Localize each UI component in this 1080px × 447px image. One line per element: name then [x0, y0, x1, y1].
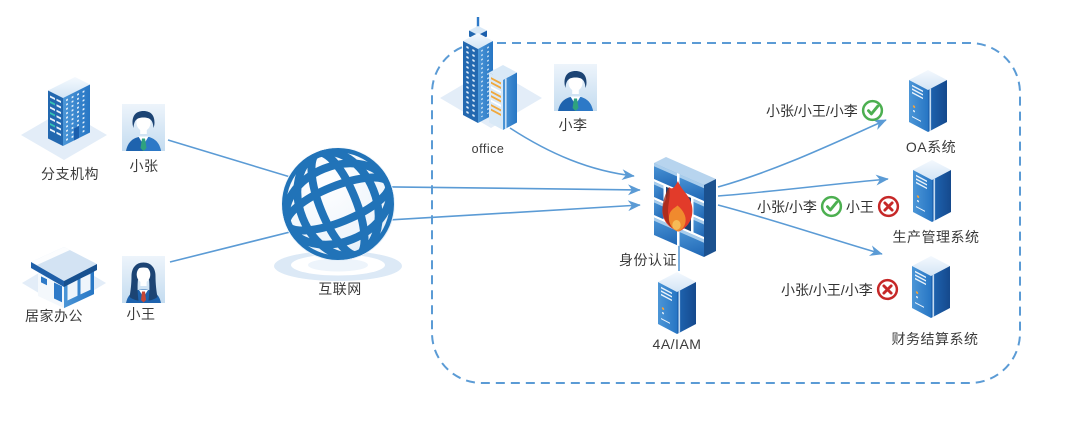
oa-access-users: 小张/小王/小李 — [766, 102, 858, 119]
internet-globe-icon — [274, 147, 402, 281]
home-office-label: 居家办公 — [25, 308, 83, 324]
user-wang-avatar — [122, 256, 165, 303]
finance-access-users: 小张/小王/小李 — [781, 281, 873, 298]
trust-zone-border — [431, 42, 1021, 384]
branch-office-label: 分支机构 — [41, 166, 99, 182]
arrow-office-to-firewall — [509, 127, 635, 181]
user-li-label: 小李 — [558, 117, 588, 133]
arrow-zhang-to-firewall — [167, 139, 641, 196]
prod-denied-users: 小王 — [845, 198, 874, 215]
flame-icon — [662, 181, 693, 232]
firewall-label: 身份认证 — [619, 252, 677, 268]
office-label: office — [471, 142, 505, 156]
prod-server-icon — [912, 159, 952, 223]
user-zhang-avatar — [122, 104, 165, 151]
user-li-avatar — [554, 64, 597, 111]
finance-server-icon — [911, 255, 951, 319]
check-icon — [820, 195, 843, 218]
arrow-firewall-to-prod — [717, 174, 889, 197]
internet-label: 互联网 — [318, 281, 362, 297]
iam-label: 4A/IAM — [652, 336, 702, 352]
arrow-firewall-to-oa — [717, 119, 887, 188]
office-building-icon — [440, 17, 542, 130]
oa-system-label: OA系统 — [905, 139, 957, 155]
cross-icon — [877, 195, 900, 218]
branch-building-icon — [21, 77, 107, 160]
arrow-wang-to-firewall — [169, 200, 641, 263]
finance-access-annotation: 小张/小王/小李 — [781, 278, 899, 301]
user-zhang-label: 小张 — [129, 158, 159, 174]
prod-system-label: 生产管理系统 — [892, 229, 980, 245]
oa-server-icon — [908, 69, 948, 133]
user-wang-label: 小王 — [126, 306, 156, 322]
oa-access-annotation: 小张/小王/小李 — [766, 99, 884, 122]
iam-server-icon — [657, 271, 697, 335]
cross-icon — [876, 278, 898, 301]
home-office-icon — [22, 247, 106, 309]
arrow-firewall-to-finance — [717, 204, 883, 256]
firewall-icon — [654, 157, 716, 258]
prod-access-annotation: 小张/小李 小王 — [757, 195, 900, 218]
finance-system-label: 财务结算系统 — [891, 331, 979, 347]
prod-allowed-users: 小张/小李 — [757, 198, 817, 215]
check-icon — [861, 99, 883, 122]
